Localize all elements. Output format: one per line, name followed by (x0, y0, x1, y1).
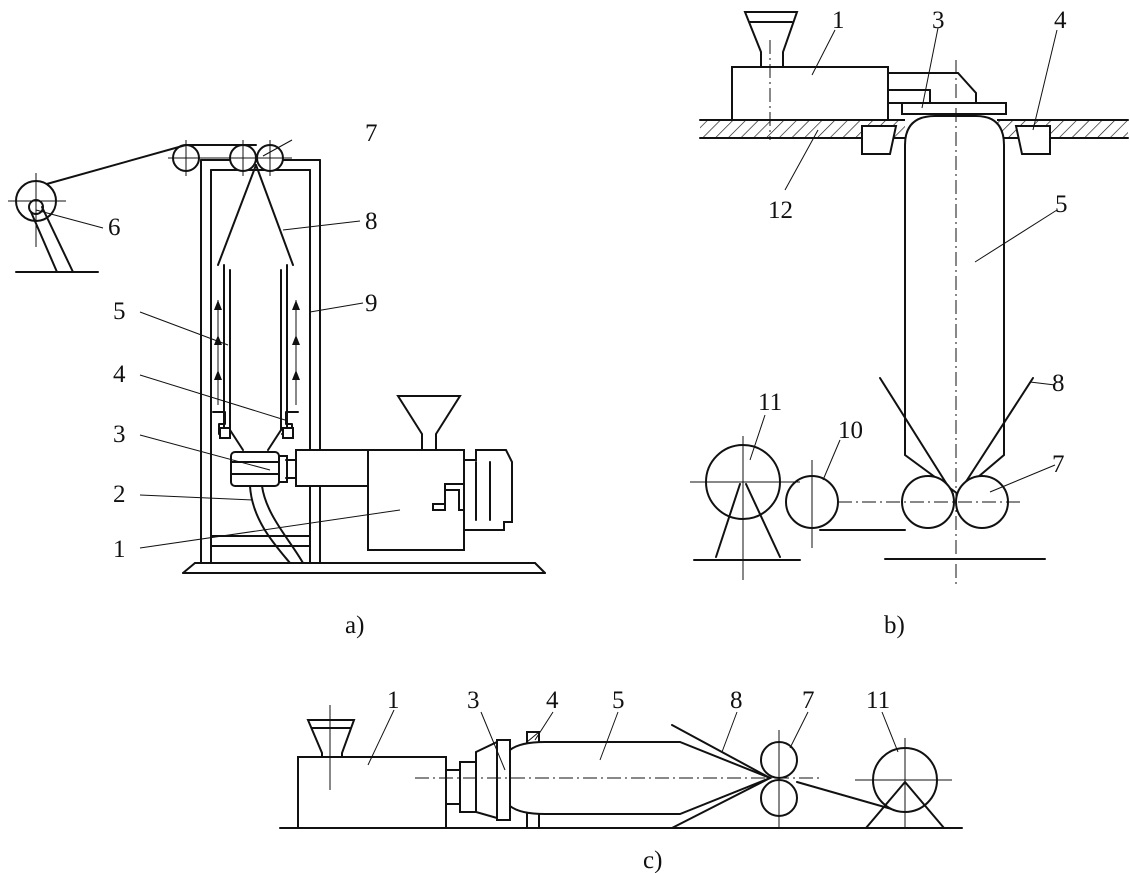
b-windup-roll (690, 436, 801, 580)
b-air-ring (861, 125, 1051, 155)
a-label-8: 8 (365, 208, 378, 235)
b-guide-roll (785, 460, 906, 548)
a-frame-tower (200, 159, 321, 564)
caption-a: a) (345, 612, 364, 639)
a-windup-roll (8, 173, 99, 273)
c-label-5: 5 (612, 687, 625, 714)
a-label-4: 4 (113, 361, 126, 388)
c-windup-roll (855, 738, 952, 829)
a-label-2: 2 (113, 481, 126, 508)
c-label-11: 11 (866, 687, 890, 714)
a-extruder (285, 395, 513, 551)
a-label-3: 3 (113, 421, 126, 448)
a-film-bubble (217, 164, 294, 451)
a-label-5: 5 (113, 298, 126, 325)
b-label-12: 12 (768, 197, 793, 224)
a-die-head (230, 451, 288, 487)
diagram-a: 7 6 8 9 5 4 3 2 1 a) (8, 120, 546, 639)
a-label-7: 7 (365, 120, 378, 147)
b-nip-rolls (790, 475, 1046, 560)
b-label-11: 11 (758, 389, 782, 416)
c-collapsing-frame (671, 724, 771, 779)
a-air-ring (212, 411, 299, 439)
a-film-to-winder (35, 144, 187, 188)
c-die-head (475, 740, 498, 820)
b-label-1: 1 (832, 7, 845, 34)
c-extruder (297, 705, 477, 829)
caption-c: c) (643, 847, 662, 873)
b-collapsing-frame (879, 377, 954, 495)
c-leader-lines (367, 709, 899, 771)
a-air-flow-arrows (214, 300, 300, 405)
b-label-7: 7 (1052, 451, 1065, 478)
diagram-b: 1 3 4 12 5 8 11 10 7 b) (690, 7, 1129, 639)
c-label-1: 1 (387, 687, 400, 714)
diagram-c: 1 3 4 5 8 7 11 c) (279, 687, 963, 873)
b-label-10: 10 (838, 417, 863, 444)
a-label-1: 1 (113, 536, 126, 563)
b-label-8: 8 (1052, 370, 1065, 397)
caption-b: b) (884, 612, 905, 639)
b-label-3: 3 (932, 7, 945, 34)
a-air-hose (249, 485, 304, 564)
a-label-6: 6 (108, 214, 121, 241)
b-label-4: 4 (1054, 7, 1067, 34)
b-extruder (731, 11, 1007, 121)
c-label-4: 4 (546, 687, 559, 714)
b-label-5: 5 (1055, 191, 1068, 218)
c-label-8: 8 (730, 687, 743, 714)
a-label-9: 9 (365, 290, 378, 317)
a-leader-lines (35, 139, 401, 549)
b-film-bubble (904, 115, 1005, 496)
c-label-7: 7 (802, 687, 815, 714)
b-leader-lines (749, 27, 1058, 493)
c-nip-rolls (760, 730, 798, 828)
c-label-3: 3 (467, 687, 480, 714)
